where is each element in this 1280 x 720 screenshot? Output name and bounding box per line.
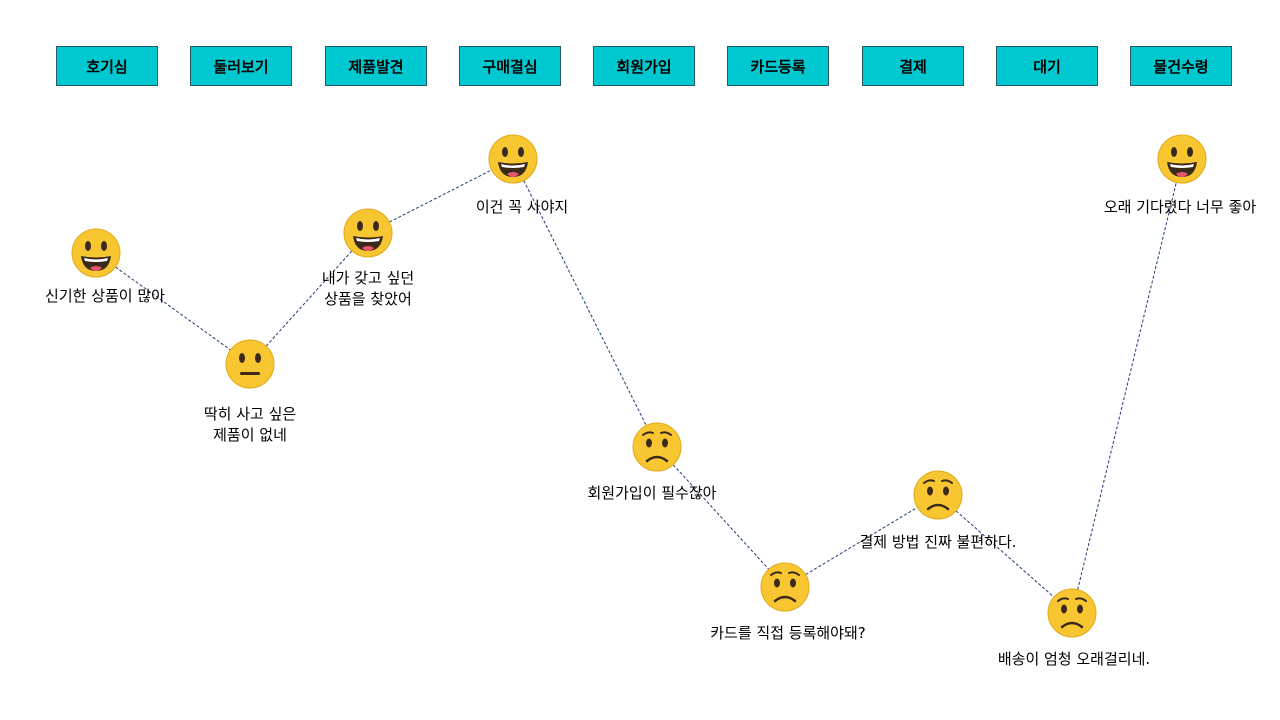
emotion-face-8-worried-icon <box>1047 588 1097 638</box>
stage-header-waiting: 대기 <box>996 46 1098 86</box>
stage-header-signup: 회원가입 <box>593 46 695 86</box>
stage-header-card-reg: 카드등록 <box>727 46 829 86</box>
point-label-1: 신기한 상품이 많아 <box>45 287 165 305</box>
stage-header-curiosity: 호기심 <box>56 46 158 86</box>
stage-header-browsing: 둘러보기 <box>190 46 292 86</box>
emotion-face-2-neutral-icon <box>225 339 275 389</box>
journey-segment-7 <box>955 510 1055 598</box>
journey-segment-8 <box>1077 182 1177 590</box>
journey-segment-4 <box>523 180 647 426</box>
journey-segment-6 <box>805 506 918 576</box>
stage-header-discovery: 제품발견 <box>325 46 427 86</box>
emotion-face-7-worried-icon <box>913 470 963 520</box>
point-label-7: 결제 방법 진짜 불편하다. <box>859 533 1017 551</box>
emotion-face-9-happy-icon <box>1157 134 1207 184</box>
point-label-8: 배송이 엄청 오래걸리네. <box>997 650 1151 668</box>
emotion-face-5-worried-icon <box>632 422 682 472</box>
emotion-face-4-happy-icon <box>488 134 538 184</box>
point-label-3: 내가 갖고 싶던 상품을 찾았어 <box>321 269 415 308</box>
point-label-6: 카드를 직접 등록해야돼? <box>710 624 866 642</box>
emotion-face-3-happy-icon <box>343 208 393 258</box>
stage-header-decision: 구매결심 <box>459 46 561 86</box>
journey-segment-1 <box>115 266 231 351</box>
emotion-face-1-happy-icon <box>71 228 121 278</box>
point-label-5: 회원가입이 필수잖아 <box>587 484 717 502</box>
journey-segment-2 <box>265 250 353 347</box>
journey-segment-3 <box>389 169 492 223</box>
stage-header-receipt: 물건수령 <box>1130 46 1232 86</box>
stage-header-payment: 결제 <box>862 46 964 86</box>
emotion-face-6-worried-icon <box>760 562 810 612</box>
journey-segment-5 <box>672 464 770 570</box>
point-label-4: 이건 꼭 사야지 <box>475 198 569 216</box>
point-label-2: 딱히 사고 싶은 제품이 없네 <box>203 405 297 444</box>
point-label-9: 오래 기다렸다 너무 좋아 <box>1103 198 1257 216</box>
